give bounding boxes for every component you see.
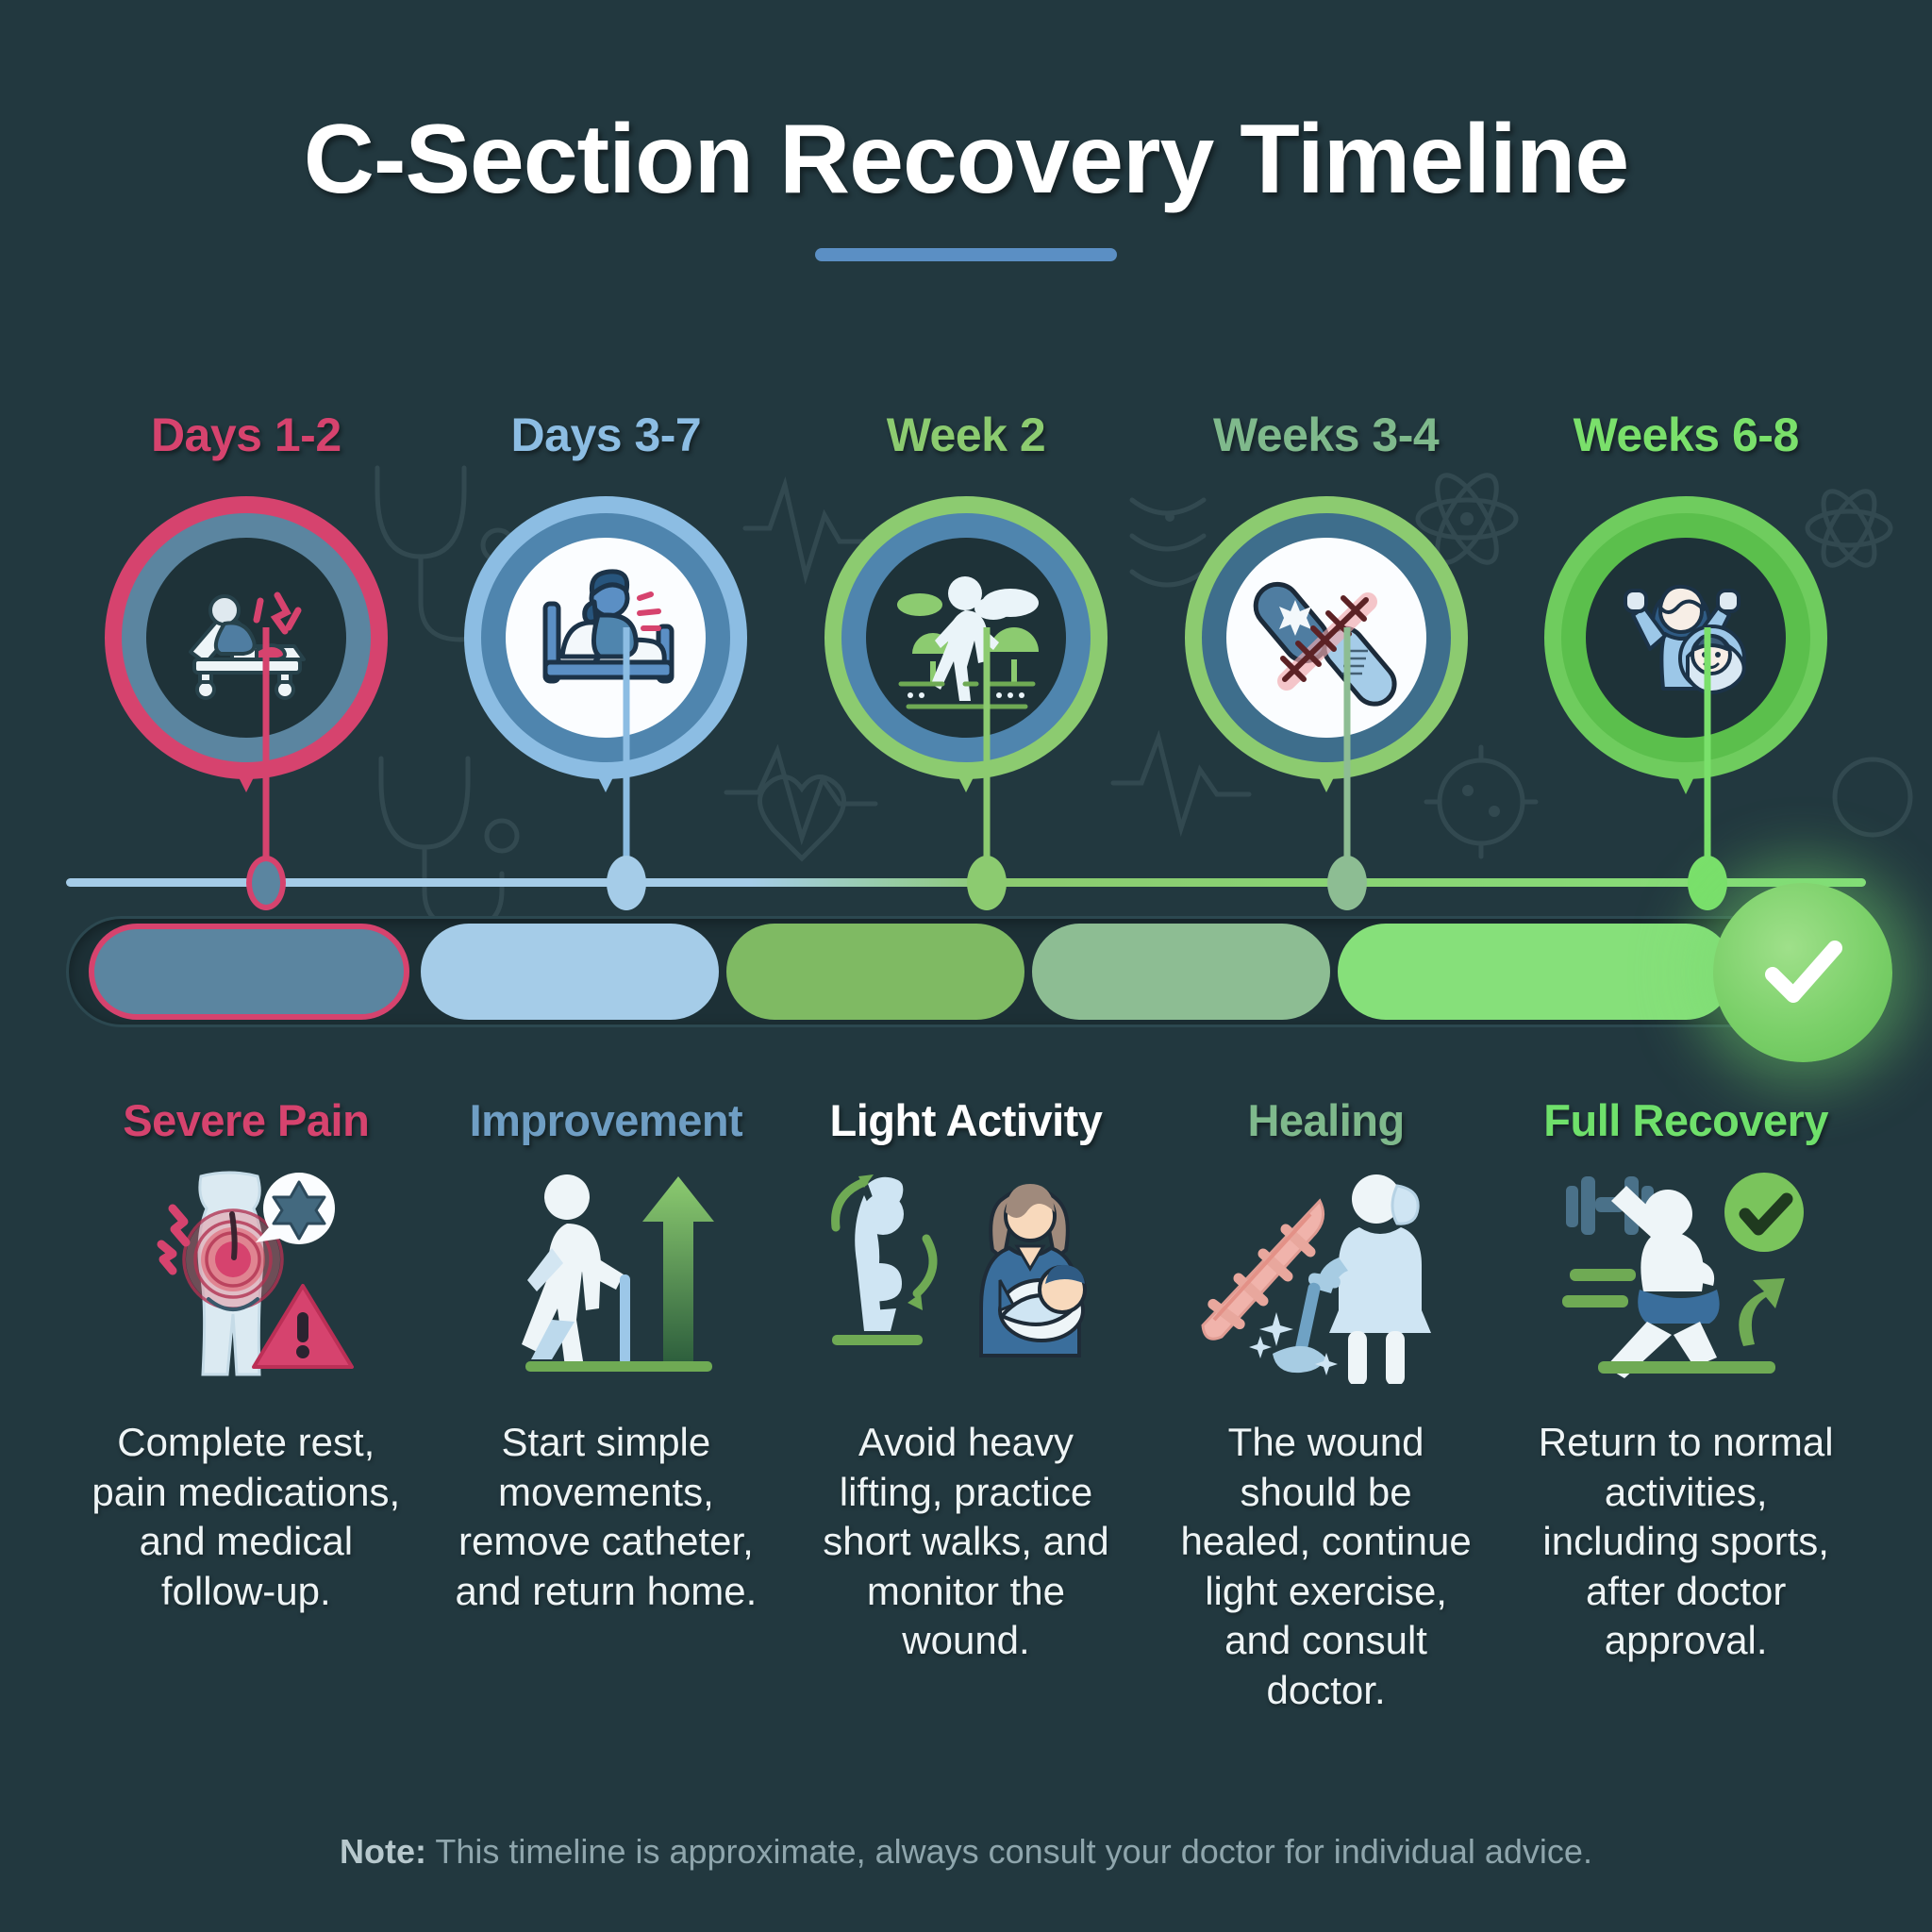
stage-artwork (127, 1167, 365, 1384)
segment-days-3-7[interactable] (421, 924, 719, 1020)
phase-marker[interactable] (464, 496, 748, 792)
stage-description: The wound should be healed, continue lig… (1180, 1420, 1472, 1712)
timeline-rail (66, 627, 1892, 1062)
page-header: C-Section Recovery Timeline (0, 104, 1932, 261)
phase-weeks-3-4[interactable]: Weeks 3-4 (1146, 408, 1507, 792)
abdominal-pain-warning-icon (157, 1171, 354, 1376)
phase-label: Weeks 3-4 (1212, 408, 1440, 461)
phase-label: Weeks 6-8 (1573, 408, 1800, 461)
completion-badge[interactable] (1713, 883, 1892, 1062)
stage-description: Complete rest, pain medications, and med… (92, 1420, 401, 1613)
bandage-suture-icon (1253, 581, 1397, 707)
stage-severe-pain: Severe Pain (66, 1094, 426, 1715)
stretching-mother-baby-icon (831, 1174, 1087, 1357)
stage-improvement: Improvement Start simple movements, remo… (426, 1094, 787, 1715)
stage-artwork (493, 1167, 718, 1384)
note-text: This timeline is approximate, always con… (426, 1832, 1592, 1871)
node-week-2[interactable] (967, 856, 1007, 910)
phase-days-3-7[interactable]: Days 3-7 (426, 408, 787, 792)
phase-days-1-2[interactable]: Days 1-2 (66, 408, 426, 792)
phase-marker[interactable] (1544, 496, 1828, 794)
page-title: C-Section Recovery Timeline (303, 105, 1629, 214)
stage-title: Full Recovery (1543, 1095, 1829, 1145)
stage-description: Return to normal activities, including s… (1538, 1420, 1834, 1662)
mother-with-baby-icon (1624, 584, 1747, 695)
phase-label: Days 3-7 (510, 408, 702, 461)
phase-markers: Days 1-2 (66, 408, 1866, 794)
stage-description: Avoid heavy lifting, practice short walk… (823, 1420, 1109, 1662)
stage-title: Light Activity (829, 1095, 1103, 1145)
walking-in-park-icon (896, 576, 1039, 709)
node-days-1-2[interactable] (246, 856, 286, 910)
stage-healing: Healing (1146, 1094, 1507, 1715)
stage-description: Start simple movements, remove catheter,… (455, 1420, 758, 1613)
note-label: Note: (340, 1832, 427, 1871)
phase-marker[interactable] (1184, 496, 1468, 792)
phase-label: Days 1-2 (150, 408, 341, 461)
node-days-3-7[interactable] (607, 856, 646, 910)
stage-light-activity: Light Activity (786, 1094, 1146, 1715)
phase-label: Week 2 (886, 408, 1046, 461)
segment-weeks-6-8[interactable] (1338, 924, 1734, 1020)
stage-full-recovery: Full Recovery (1506, 1094, 1866, 1715)
hospital-bed-pain-icon (188, 591, 306, 700)
phase-week-2[interactable]: Week 2 (786, 408, 1146, 792)
rail-connector-line (66, 878, 1866, 887)
phase-marker[interactable] (824, 496, 1108, 792)
stage-artwork (815, 1167, 1117, 1384)
stage-title: Improvement (469, 1095, 743, 1145)
stage-title: Severe Pain (123, 1095, 370, 1145)
marker-stems (262, 627, 1711, 865)
segment-weeks-3-4[interactable] (1032, 924, 1330, 1020)
node-weeks-6-8[interactable] (1688, 856, 1727, 910)
healing-scar-housework-icon (1201, 1174, 1431, 1384)
sitting-up-in-bed-icon (542, 569, 675, 684)
segment-week-2[interactable] (726, 924, 1024, 1020)
stage-details: Severe Pain (66, 1094, 1866, 1715)
workout-check-icon (1562, 1173, 1805, 1378)
title-underline (815, 248, 1117, 261)
segment-days-1-2[interactable] (89, 924, 409, 1020)
stage-title: Healing (1247, 1095, 1405, 1145)
check-icon (1765, 941, 1842, 1003)
node-weeks-3-4[interactable] (1327, 856, 1367, 910)
footer-note: Note: This timeline is approximate, alwa… (0, 1832, 1932, 1872)
phase-marker[interactable] (104, 496, 388, 792)
stage-artwork (1180, 1167, 1473, 1384)
stage-artwork (1549, 1167, 1823, 1384)
phase-weeks-6-8[interactable]: Weeks 6-8 (1506, 408, 1866, 794)
walking-with-cane-up-arrow-icon (522, 1174, 715, 1372)
